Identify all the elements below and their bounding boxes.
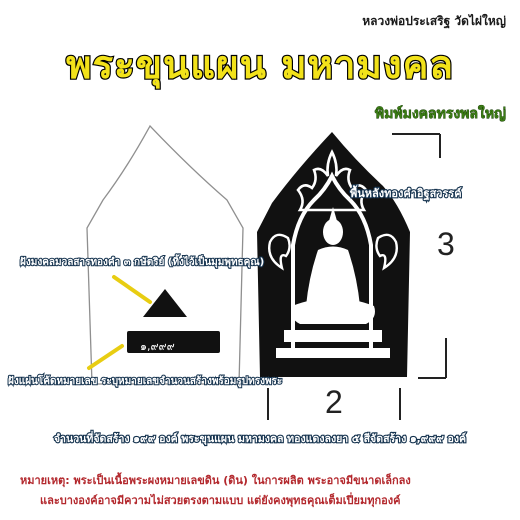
buddha-body	[306, 246, 360, 306]
plinth	[276, 348, 390, 358]
amulet-back-outline	[86, 124, 244, 385]
leader-line-code-plate	[87, 344, 124, 370]
plate-number: ๑,๙๙๙	[140, 340, 175, 353]
model-subtitle: พิมพ์มงคลทรงพลใหญ่	[374, 106, 507, 123]
leader-line-sacred-mass	[112, 275, 152, 304]
naga-left	[268, 233, 291, 271]
note-line-2: และบางองค์อาจมีความไม่สวยตรงตามแบบ แต่ยั…	[40, 494, 401, 507]
buddha-head	[323, 219, 343, 245]
note-line-1: หมายเหตุ: พระเป็นเนื้อพระผงหมายเลขดิน (ด…	[20, 474, 411, 487]
flame-halo	[296, 149, 368, 212]
height-dimension-label: 3	[437, 226, 455, 262]
buddha-lap	[291, 298, 375, 324]
code-plate	[127, 331, 220, 353]
width-dimension-label: 2	[325, 384, 343, 420]
side-annotation: พื้นหลังทองคำอิฐสวรรค์	[349, 186, 463, 201]
amulet-front	[257, 132, 410, 377]
sacred-mass-pile	[143, 289, 187, 317]
buddha-ushnisha	[329, 207, 337, 221]
page-title: พระขุนแผน มหามงคล	[65, 42, 454, 89]
lotus-base	[284, 330, 382, 342]
naga-right	[375, 233, 398, 271]
arch-frame	[291, 171, 373, 352]
sacred-mass-annotation: ฝังมงคลมวลสารทองคำ ๓ กษัตริย์ (ทิ้งไว้เป…	[19, 256, 265, 269]
production-info: จำนวนที่จัดสร้าง ๑๙๙ องค์ พระขุนแผน มหาม…	[53, 432, 467, 446]
monk-name: หลวงพ่อประเสริฐ วัดไผ่ใหญ่	[362, 14, 506, 28]
code-plate-annotation: ฝังแผ่นโค้ดหมายเลข ระบุหมายเลขจำนวนสร้าง…	[7, 375, 283, 388]
